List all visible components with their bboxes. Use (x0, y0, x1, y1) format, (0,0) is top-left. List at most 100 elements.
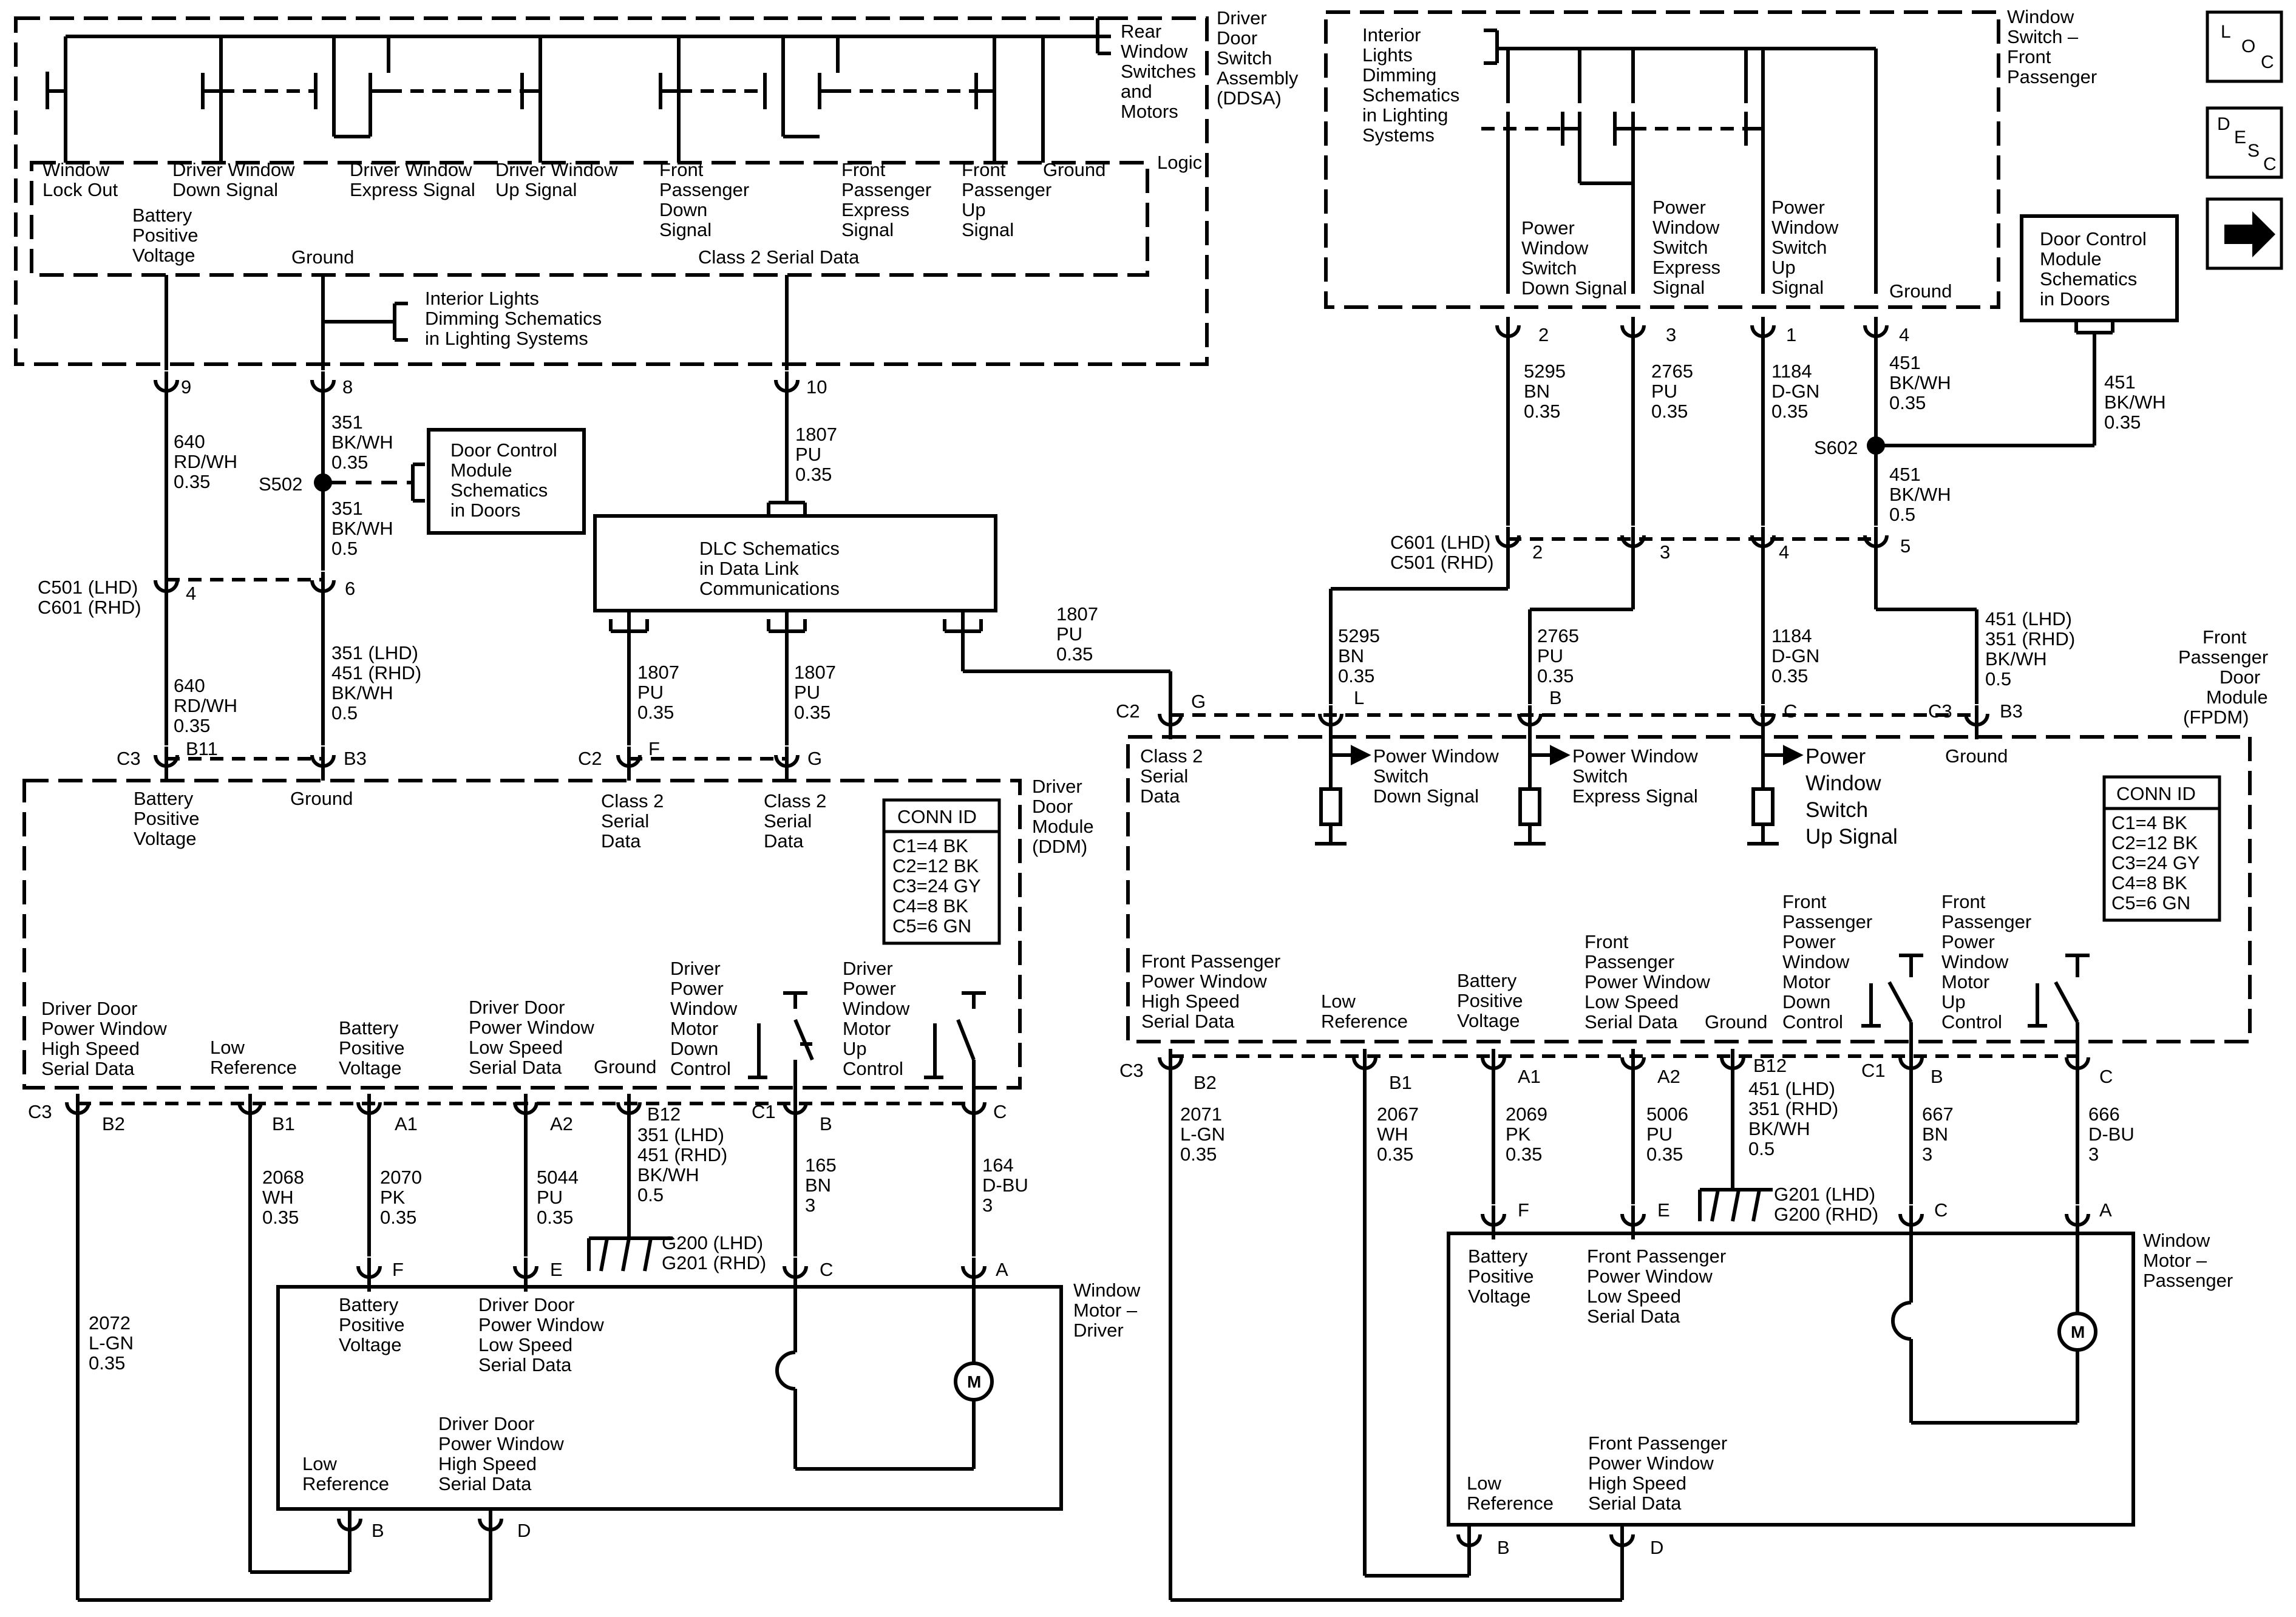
schematic-label: C2 (1116, 700, 1140, 722)
schematic-label: L-GN (1180, 1124, 1225, 1145)
schematic-label: B12 (647, 1103, 681, 1125)
schematic-label: Ground (1945, 745, 2008, 767)
schematic-label: Front (1782, 891, 1827, 912)
schematic-label: E (2234, 127, 2246, 147)
schematic-label: Power (1521, 217, 1575, 239)
schematic-label: 165 (805, 1154, 837, 1176)
schematic-label: Window (2007, 6, 2074, 27)
schematic-label: PU (795, 444, 821, 465)
schematic-label: PU (537, 1187, 563, 1208)
logic-label: Logic (1157, 152, 1202, 173)
schematic-label: Positive (134, 808, 200, 829)
schematic-label: Passenger (1782, 911, 1872, 932)
schematic-label: Reference (1467, 1493, 1554, 1514)
schematic-label: Window (670, 998, 738, 1019)
schematic-label: 0.35 (1771, 401, 1808, 422)
schematic-label: A1 (1518, 1066, 1541, 1087)
schematic-label: Window (42, 159, 110, 180)
schematic-label: Front (659, 159, 704, 180)
schematic-label: Data (601, 830, 641, 852)
schematic-label: Serial (1140, 765, 1188, 787)
schematic-label: D (1650, 1537, 1663, 1558)
schematic-label: Serial Data (469, 1057, 562, 1078)
schematic-label: 0.5 (1748, 1138, 1775, 1159)
schematic-label: Driver (843, 958, 893, 979)
schematic-label: PU (637, 682, 664, 703)
schematic-label: B (820, 1113, 832, 1134)
schematic-label: 0.35 (1889, 392, 1926, 413)
schematic-label: Serial (764, 810, 812, 832)
schematic-label: Lock Out (42, 179, 118, 200)
schematic-label: E (1657, 1199, 1670, 1221)
schematic-label: Motors (1121, 101, 1178, 122)
schematic-label: (FPDM) (2183, 707, 2249, 728)
schematic-label: in Data Link (699, 558, 799, 579)
schematic-label: C (2263, 154, 2277, 174)
window-motor-passenger-box (1447, 1232, 2135, 1527)
schematic-label: 8 (342, 376, 353, 398)
schematic-label: Reference (1321, 1011, 1408, 1032)
ddsa-assembly (14, 16, 1209, 366)
schematic-label: C1=4 BK (2111, 812, 2187, 833)
schematic-label: 2068 (262, 1167, 304, 1188)
schematic-label: 2069 (1506, 1103, 1547, 1125)
schematic-label: High Speed (41, 1038, 140, 1059)
schematic-label: Up (962, 199, 986, 220)
desc-button[interactable]: D E S C (2217, 114, 2277, 174)
schematic-label: High Speed (1141, 991, 1240, 1012)
schematic-label: C4=8 BK (2111, 872, 2187, 893)
schematic-label: Serial Data (1141, 1011, 1235, 1032)
next-arrow-button[interactable] (2224, 211, 2275, 257)
schematic-label: Power Window (1572, 745, 1698, 767)
schematic-label: B (372, 1520, 384, 1541)
schematic-label: Window (1521, 237, 1589, 259)
schematic-label: 5006 (1646, 1103, 1688, 1125)
schematic-label: RD/WH (174, 695, 237, 716)
schematic-label: Assembly (1217, 67, 1299, 89)
schematic-label: Power (1941, 931, 1995, 952)
schematic-label: 2 (1538, 324, 1549, 345)
schematic-label: Schematics (450, 480, 548, 501)
schematic-label: Voltage (134, 828, 196, 849)
schematic-label: 3 (1660, 541, 1670, 563)
schematic-label: Motor (1782, 971, 1830, 992)
schematic-label: 0.35 (331, 452, 368, 473)
schematic-label: 351 (RHD) (1748, 1098, 1838, 1119)
schematic-label: Power (1771, 197, 1825, 218)
schematic-label: PK (1506, 1124, 1531, 1145)
schematic-label: 9 (181, 376, 191, 398)
driver-motor-m-label: M (967, 1372, 981, 1391)
schematic-label: Class 2 Serial Data (698, 246, 860, 268)
schematic-label: 1184 (1771, 361, 1812, 382)
schematic-label: B2 (102, 1113, 125, 1134)
schematic-label: G201 (RHD) (662, 1252, 766, 1273)
schematic-label: Voltage (1457, 1010, 1520, 1031)
schematic-label: Switch (1373, 765, 1428, 787)
schematic-label: 0.5 (637, 1184, 664, 1205)
schematic-label: 0.35 (1338, 665, 1374, 686)
schematic-label: B2 (1194, 1072, 1217, 1093)
schematic-label: Control (1941, 1011, 2002, 1032)
schematic-label: Ground (1889, 280, 1952, 302)
schematic-label: Down (659, 199, 707, 220)
schematic-label: C1 (1861, 1060, 1886, 1081)
schematic-label: 4 (1779, 541, 1789, 563)
schematic-label: Driver (670, 958, 721, 979)
schematic-label: Module (450, 459, 512, 481)
schematic-label: 1184 (1771, 625, 1812, 646)
schematic-label: Up (1941, 991, 1966, 1012)
schematic-label: BN (1922, 1124, 1948, 1145)
schematic-label: Control (670, 1058, 731, 1079)
schematic-label: C (2099, 1066, 2113, 1087)
schematic-label: BK/WH (1889, 484, 1951, 505)
schematic-label: A2 (550, 1113, 573, 1134)
schematic-label: D-GN (1771, 381, 1819, 402)
schematic-label: Window (1805, 771, 1881, 795)
schematic-label: G200 (LHD) (662, 1232, 763, 1253)
schematic-label: 0.35 (537, 1207, 573, 1228)
loc-button[interactable]: L O C (2221, 22, 2274, 72)
